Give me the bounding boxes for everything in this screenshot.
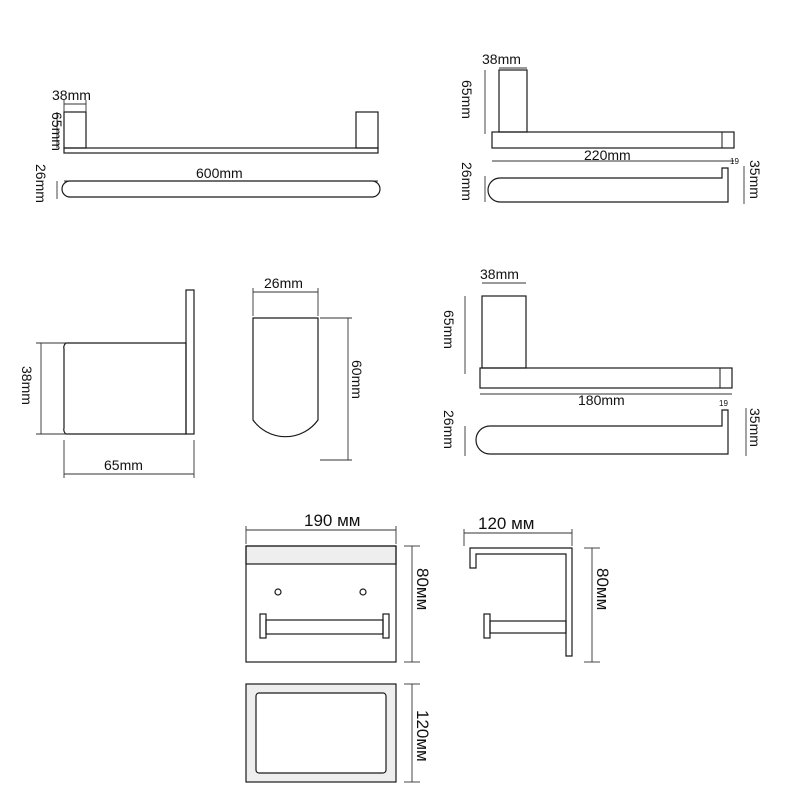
long-holder-height-label: 65mm xyxy=(459,80,475,119)
long-holder-depth-label: 26mm xyxy=(459,162,475,201)
shelf-front-width-label: 190 мм xyxy=(304,511,360,530)
short-holder-base xyxy=(479,367,733,389)
shelf-front-top-lip xyxy=(245,545,397,565)
short-holder-post-label: 38mm xyxy=(480,266,519,282)
short-holder-top-view xyxy=(475,409,729,455)
long-holder-base xyxy=(491,131,735,149)
hook-top-width-label: 26mm xyxy=(264,275,303,291)
long-holder-tip-height-label: 35mm xyxy=(747,160,763,199)
shelf-holder-side-view: 120 мм 80мм xyxy=(463,514,612,663)
shelf-front-height-label: 80мм xyxy=(413,568,432,610)
long-holder-tip-label: 19 xyxy=(730,157,739,166)
shelf-side-height-label: 80мм xyxy=(593,568,612,610)
towel-bar-drawing: 38mm 65mm 600mm 26mm xyxy=(33,87,381,203)
hook-front-height-label: 60mm xyxy=(349,360,365,399)
towel-bar-height-label: 65mm xyxy=(49,112,65,151)
hook-front-outline xyxy=(252,317,319,438)
shelf-screw-hole-right xyxy=(359,588,367,596)
shelf-screw-hole-left xyxy=(274,588,282,596)
hook-height-label: 38mm xyxy=(19,366,35,405)
long-holder-post xyxy=(498,69,528,133)
short-holder-tip-height-label: 35mm xyxy=(747,408,763,447)
short-arm-holder-drawing: 38mm 65mm 180mm 19 26mm 35mm xyxy=(441,266,763,456)
towel-bar-top-view xyxy=(61,180,381,198)
shelf-holder-top-view: 120мм xyxy=(245,683,432,783)
shelf-roll-bar xyxy=(265,619,384,635)
long-holder-width-label: 220mm xyxy=(584,147,631,163)
short-holder-tip-label: 19 xyxy=(719,399,728,408)
shelf-front-body xyxy=(245,545,397,663)
short-holder-height-label: 65mm xyxy=(441,310,457,349)
shelf-holder-front-view: 190 мм 80мм xyxy=(245,511,432,663)
long-holder-top-view xyxy=(487,167,729,203)
hook-body xyxy=(63,342,187,435)
short-holder-post xyxy=(481,295,527,369)
hook-front-view: 26mm 60mm xyxy=(252,275,365,461)
shelf-side-bracket xyxy=(469,547,573,657)
hook-wall-plate xyxy=(185,289,195,435)
towel-bar-post-label: 38mm xyxy=(52,87,91,103)
towel-bar-rail xyxy=(63,147,379,154)
shelf-side-roll-bar xyxy=(489,620,567,634)
shelf-roll-right-cap xyxy=(382,613,390,639)
short-holder-width-label: 180mm xyxy=(578,392,625,408)
shelf-side-roll-cap xyxy=(483,613,491,639)
shelf-side-depth-label: 120 мм xyxy=(478,514,534,533)
towel-bar-left-post xyxy=(63,111,87,149)
long-arm-holder-drawing: 38mm 65mm 220mm 19 26mm 35mm xyxy=(459,51,763,204)
shelf-top-depth-label: 120мм xyxy=(413,710,432,762)
towel-bar-right-post xyxy=(355,111,379,149)
shelf-top-inner xyxy=(255,692,387,774)
hook-depth-label: 65mm xyxy=(104,457,143,473)
towel-bar-width-label: 600mm xyxy=(196,165,243,181)
shelf-roll-left-cap xyxy=(259,613,267,639)
hook-side-view: 38mm 65mm xyxy=(19,289,195,478)
towel-bar-depth-label: 26mm xyxy=(33,164,49,203)
long-holder-post-label: 38mm xyxy=(482,51,521,67)
short-holder-depth-label: 26mm xyxy=(441,410,457,449)
